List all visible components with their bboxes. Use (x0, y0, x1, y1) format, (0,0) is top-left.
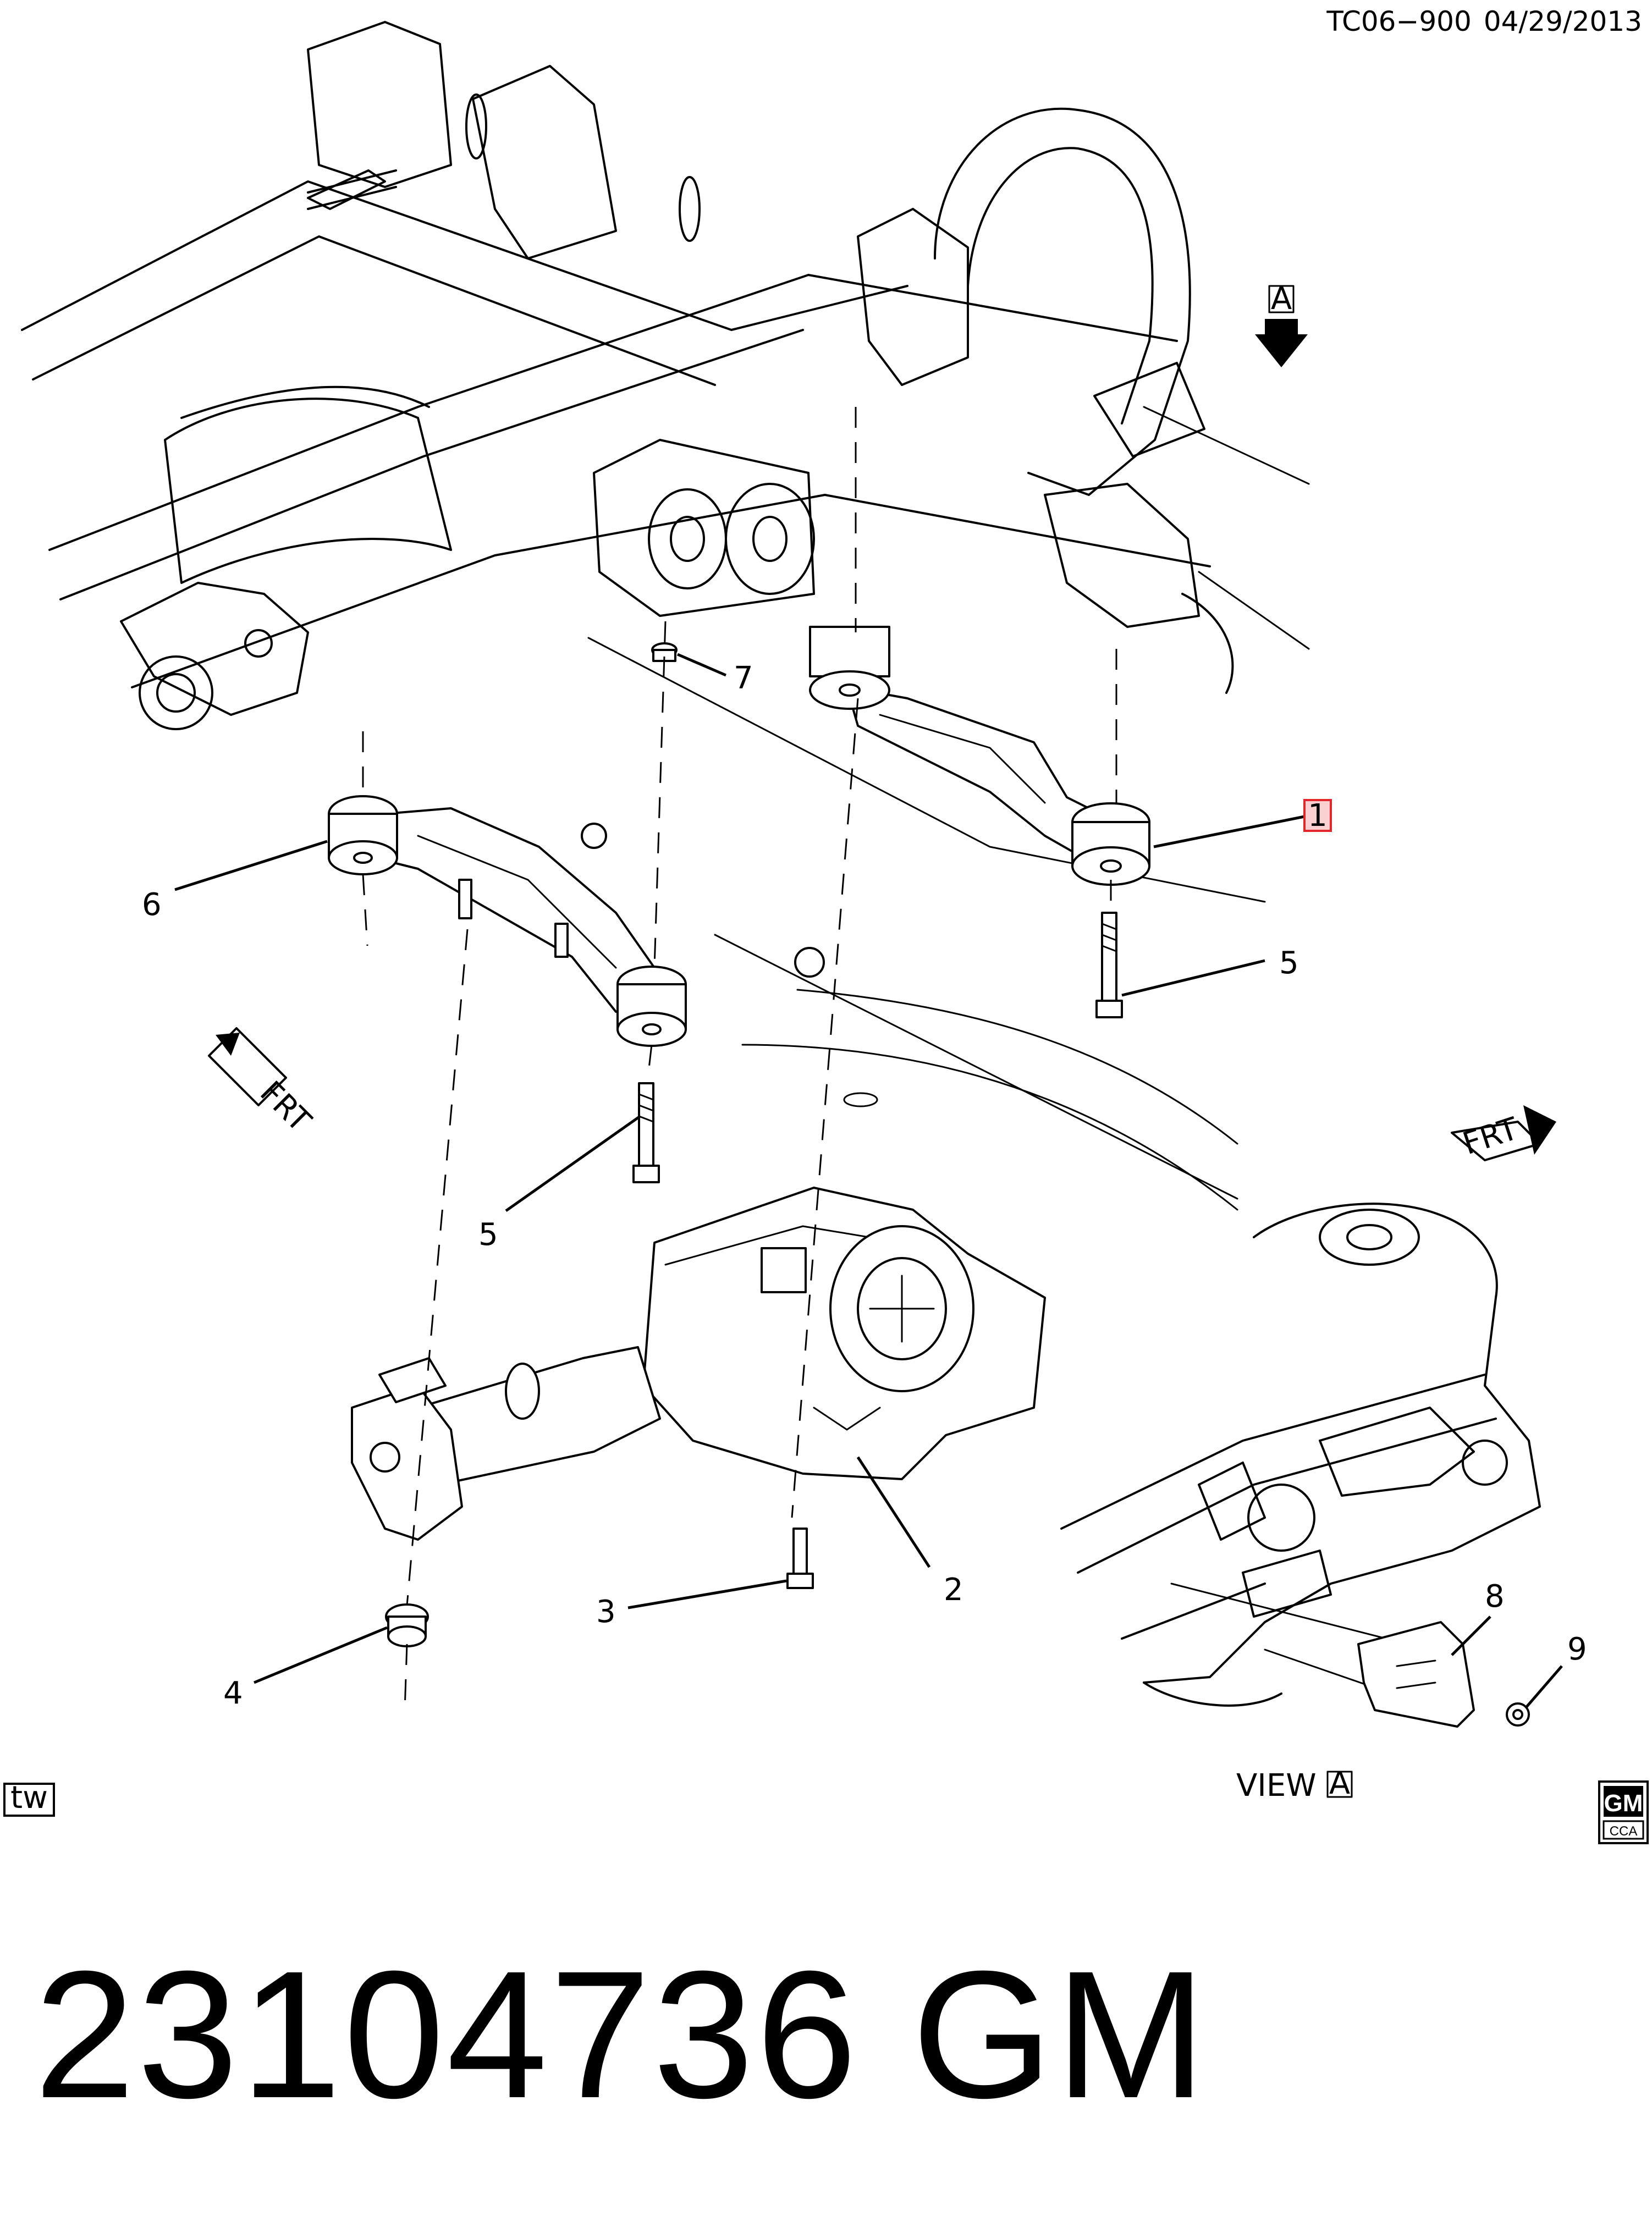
front-arrow-icon (216, 1033, 240, 1056)
view-letter-box (1326, 1771, 1353, 1798)
part-6-control-arm (328, 795, 687, 1047)
callout-4: 4 (223, 1675, 243, 1711)
callout-1-highlight (1303, 799, 1332, 832)
callout-6: 6 (142, 887, 162, 923)
assembly-lines (362, 407, 1117, 1711)
callouts: 1 7 6 5 5 2 3 4 8 9 (142, 653, 1587, 1711)
tw-badge: tw (3, 1780, 55, 1817)
callout-1: 1 (1308, 798, 1328, 834)
part-8-bracket (1357, 1621, 1475, 1728)
exploded-parts-diagram: TC06−900 04/29/2013 (3, 5, 1649, 1844)
gm-logo-text: GM (1604, 1790, 1643, 1817)
callout-5-right: 5 (1279, 945, 1299, 981)
part-5-bolt-right (1095, 912, 1123, 1018)
diagram-date: 04/29/2013 (1484, 5, 1642, 37)
view-label: VIEW (1236, 1768, 1317, 1804)
part-5-bolt-left (632, 1082, 660, 1183)
gm-logo: GM CCA (1598, 1780, 1649, 1844)
diagram-code: TC06−900 (1326, 5, 1471, 37)
part-1-control-arm (809, 626, 1150, 886)
frt-right-label: FRT (1458, 1111, 1523, 1162)
down-arrow-icon (1255, 334, 1308, 367)
view-a-marker: A (1255, 281, 1308, 367)
view-a-box-letter: A (1271, 281, 1292, 317)
callout-3: 3 (596, 1594, 616, 1630)
callout-5-left: 5 (478, 1217, 498, 1253)
part-7-nut (651, 642, 678, 662)
part-2-axle-housing (351, 1187, 1046, 1541)
gm-logo-sub: CCA (1610, 1824, 1638, 1839)
view-a-inset (1060, 1203, 1541, 1728)
view-letter: A (1329, 1766, 1350, 1801)
frt-arrow-left: FRT (208, 1027, 318, 1139)
part-3-bolt (786, 1528, 814, 1589)
view-a-arrow-shaft (1265, 319, 1298, 335)
callout-8: 8 (1485, 1579, 1505, 1614)
front-arrow-icon (1523, 1105, 1556, 1155)
diagram-header: TC06−900 04/29/2013 (1326, 5, 1642, 37)
part-9-nut (1506, 1702, 1530, 1727)
vehicle-frame (21, 21, 1310, 1211)
callout-7: 7 (734, 660, 753, 696)
view-a-box (1268, 285, 1295, 313)
frt-arrow-right: FRT (1451, 1105, 1556, 1162)
part-4-nut (385, 1603, 429, 1647)
view-a-caption: VIEW A (1236, 1766, 1353, 1804)
tw-badge-text: tw (10, 1780, 48, 1816)
footer-part-number: 23104736 GM (34, 1933, 1209, 2136)
callout-9: 9 (1567, 1631, 1587, 1667)
callout-2: 2 (944, 1572, 963, 1608)
